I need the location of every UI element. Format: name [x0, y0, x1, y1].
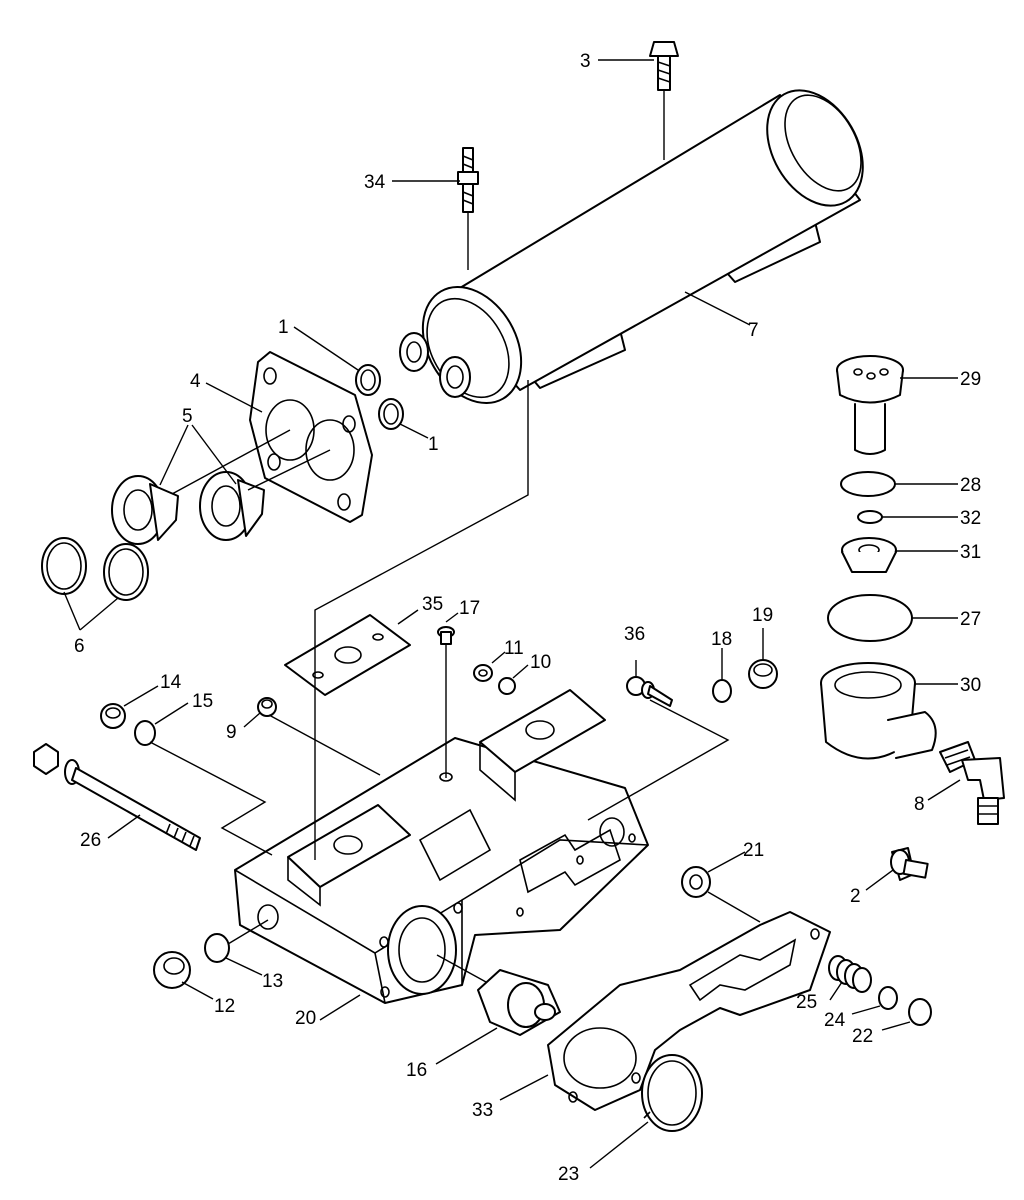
callout-6: 6 [74, 636, 85, 657]
callout-5: 5 [182, 406, 193, 427]
callout-24: 24 [824, 1010, 846, 1031]
callout-22: 22 [852, 1026, 873, 1047]
valve-cap-29 [836, 355, 904, 455]
snap-ring-22 [908, 998, 932, 1026]
washer-18 [712, 679, 732, 703]
callout-4: 4 [190, 371, 201, 392]
ring-6-right [103, 543, 149, 601]
callout-14: 14 [160, 672, 182, 693]
thermostat-16 [477, 969, 561, 1036]
callout-20: 20 [295, 1008, 316, 1029]
callout-1-upper: 1 [278, 317, 289, 338]
callout-10: 10 [530, 652, 551, 673]
callout-1-lower: 1 [428, 434, 439, 455]
callout-19: 19 [752, 605, 773, 626]
o-ring-1-upper [355, 364, 381, 396]
plug-17 [437, 626, 455, 645]
callout-9: 9 [226, 722, 237, 743]
callout-2: 2 [850, 886, 861, 907]
sleeve-5-right [199, 471, 265, 541]
spring-25 [828, 955, 872, 993]
callout-35: 35 [422, 594, 443, 615]
bolt-3 [649, 41, 679, 160]
housing-30 [820, 662, 937, 760]
washer-10 [498, 677, 516, 695]
plug-11 [473, 664, 493, 682]
callout-16: 16 [406, 1060, 427, 1081]
bolt-36 [626, 676, 673, 707]
washer-13 [204, 933, 230, 963]
oil-cooler-body [399, 89, 864, 405]
callout-29: 29 [960, 369, 981, 390]
ring-6-left [41, 537, 87, 595]
washer-24 [878, 986, 898, 1010]
plug-19 [748, 659, 778, 689]
callout-28: 28 [960, 475, 981, 496]
callout-13: 13 [262, 971, 283, 992]
callout-17: 17 [459, 598, 480, 619]
o-ring-32 [857, 510, 883, 524]
gasket-flange-4 [249, 351, 373, 523]
callout-30: 30 [960, 675, 981, 696]
stud-34 [457, 147, 479, 270]
callout-34: 34 [364, 172, 386, 193]
callout-25: 25 [796, 992, 817, 1013]
nut-31 [841, 537, 897, 573]
elbow-fitting-8 [939, 741, 1005, 825]
o-ring-28 [840, 471, 896, 497]
plug-9 [257, 697, 277, 717]
leader-lines [63, 59, 961, 1169]
callout-18: 18 [711, 629, 732, 650]
callout-labels: 3 34 7 1 1 4 5 6 29 28 32 31 27 30 8 35 … [74, 51, 981, 1185]
callout-36: 36 [624, 624, 645, 645]
plug-12 [153, 951, 191, 989]
cooler-base-body-20 [234, 689, 649, 1004]
connector-2 [890, 847, 929, 881]
washer-15 [134, 720, 156, 746]
callout-11: 11 [504, 638, 524, 659]
o-ring-1-lower [378, 398, 404, 430]
callout-21: 21 [743, 840, 764, 861]
callout-8: 8 [914, 794, 925, 815]
callout-32: 32 [960, 508, 981, 529]
callout-12: 12 [214, 996, 235, 1017]
callout-33: 33 [472, 1100, 493, 1121]
sleeve-21 [681, 866, 711, 898]
callout-15: 15 [192, 691, 213, 712]
plate-35 [284, 614, 411, 696]
callout-7: 7 [748, 320, 759, 341]
bolt-26 [33, 743, 201, 851]
snap-ring-23 [641, 1054, 703, 1132]
o-ring-27 [827, 594, 913, 642]
gasket-33 [547, 911, 831, 1111]
callout-23: 23 [558, 1164, 579, 1185]
sleeve-5-left [111, 475, 179, 545]
plug-14 [100, 703, 126, 729]
callout-26: 26 [80, 830, 101, 851]
callout-3: 3 [580, 51, 591, 72]
callout-31: 31 [960, 542, 981, 563]
callout-27: 27 [960, 609, 981, 630]
